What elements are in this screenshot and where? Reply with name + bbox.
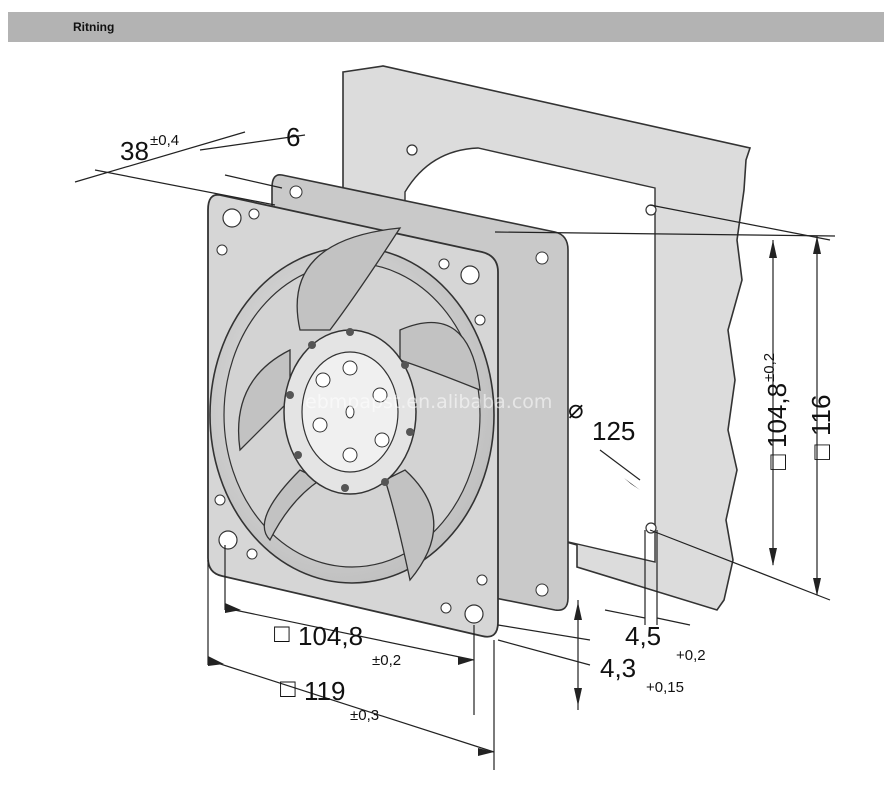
header-bar: Ritning <box>8 12 884 42</box>
dim-flange: 6 <box>286 122 300 152</box>
dim-hole-diameter: 4,5 <box>625 621 661 651</box>
dimension-labels: 38 ±0,4 6 □ 104,8 ±0,2 □ 116 ⌀ 125 4,5 +… <box>120 122 836 724</box>
dim-hole-offset: 4,3 <box>600 653 636 683</box>
dim-cutout-diameter: 125 <box>592 416 635 446</box>
dim-hole-vertical-square: □ <box>762 454 792 470</box>
fan-blades <box>237 227 481 582</box>
dimension-lines <box>74 131 836 770</box>
dim-hole-horizontal-square: □ <box>274 618 290 648</box>
dim-hole-offset-tol: +0,15 <box>646 679 684 696</box>
dim-hole-horizontal-tol: ±0,2 <box>372 652 401 669</box>
dim-outer-vertical-square: □ <box>806 444 836 460</box>
dim-outer-horizontal-tol: ±0,3 <box>350 707 379 724</box>
dim-outer-vertical: 116 <box>806 395 836 436</box>
dimension-arrows <box>208 236 821 756</box>
dim-depth: 38 <box>120 136 149 166</box>
dim-depth-tol: ±0,4 <box>150 132 179 149</box>
dim-hole-vertical-tol: ±0,2 <box>761 353 778 382</box>
dim-hole-diameter-tol: +0,2 <box>676 647 706 664</box>
dim-hole-vertical: 104,8 <box>762 383 792 448</box>
watermark: ebmpapst.en.alibaba.com <box>305 391 552 413</box>
dim-hole-horizontal: 104,8 <box>298 621 363 651</box>
dim-outer-horizontal: 119 <box>304 676 345 706</box>
fan-hub <box>283 328 417 495</box>
page-title: Ritning <box>73 20 115 34</box>
dim-outer-horizontal-square: □ <box>280 673 296 703</box>
dim-cutout-diameter-symbol: ⌀ <box>568 394 584 424</box>
